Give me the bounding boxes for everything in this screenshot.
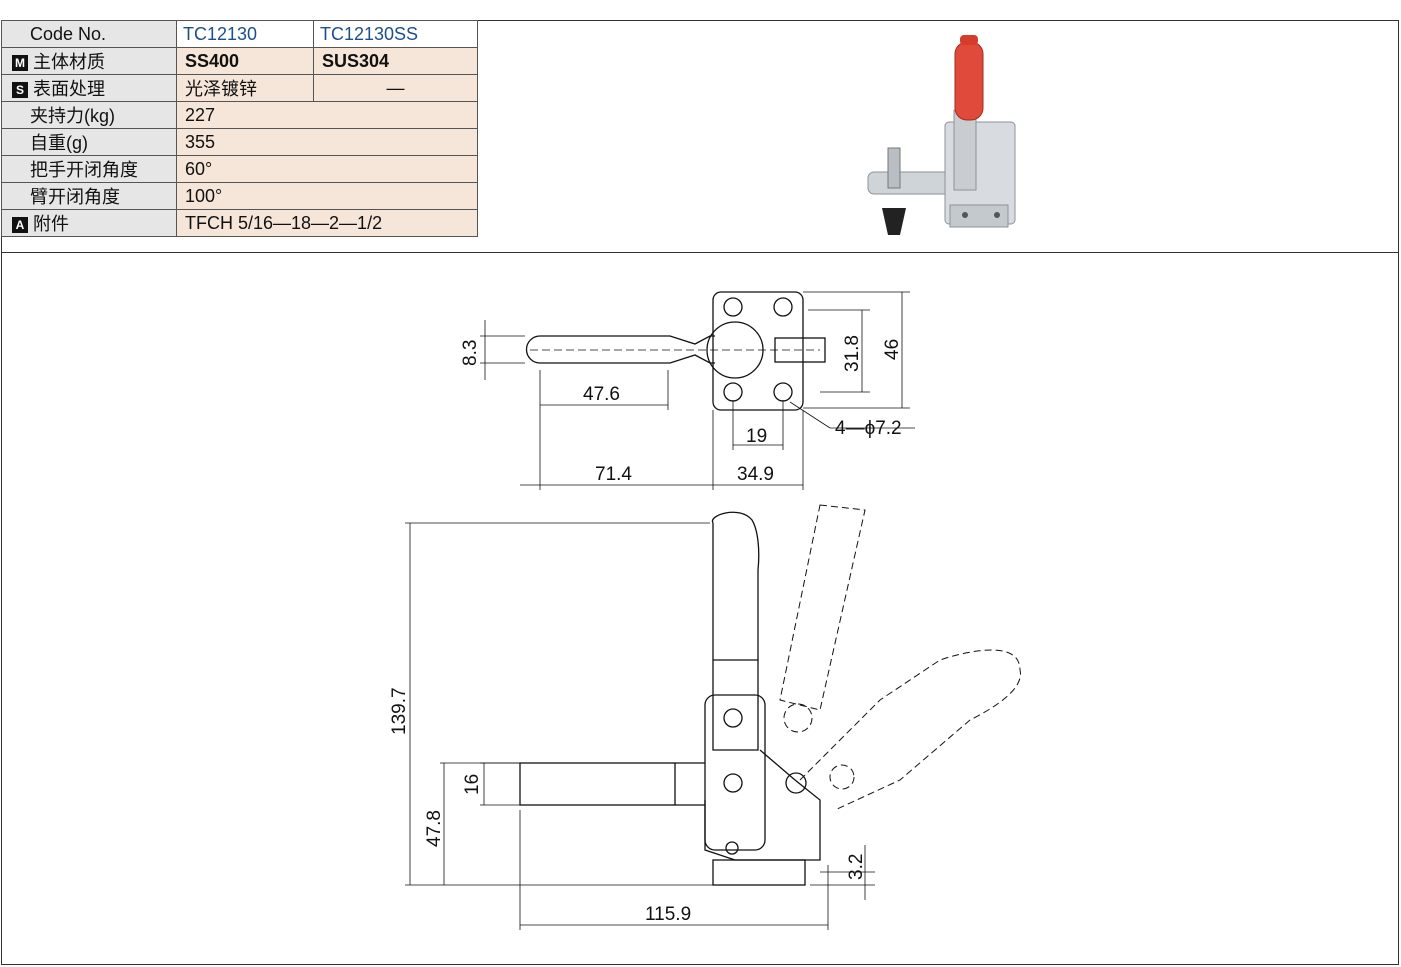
handle-angle-label: 把手开闭角度	[1, 155, 177, 183]
spec-table: Code No. TC12130 TC12130SS M 主体材质 SS400 S…	[1, 20, 478, 237]
table-row: 把手开闭角度 60°	[1, 155, 478, 183]
dim-34-9: 34.9	[737, 464, 774, 485]
weight-label: 自重(g)	[1, 128, 177, 156]
accessory-badge-icon: A	[12, 217, 28, 233]
product-photo	[867, 35, 1016, 235]
side-view	[405, 504, 1021, 930]
table-row: A 附件 TFCH 5/16—18—2—1/2	[1, 209, 478, 237]
dim-47-8: 47.8	[424, 810, 445, 847]
dim-16: 16	[462, 774, 483, 795]
handle-angle-value: 60°	[176, 155, 478, 183]
clamp-base-shape	[949, 204, 1009, 228]
arm-angle-label: 臂开闭角度	[1, 182, 177, 210]
table-row: 自重(g) 355	[1, 128, 478, 156]
material-value-2: SUS304	[313, 47, 478, 75]
top-view	[480, 291, 915, 490]
dim-3-2: 3.2	[846, 854, 867, 880]
code-label: Code No.	[1, 20, 177, 48]
dim-71-4: 71.4	[595, 464, 632, 485]
table-row: 臂开闭角度 100°	[1, 182, 478, 210]
table-row: M 主体材质 SS400 SUS304	[1, 47, 478, 75]
surface-value-2: —	[313, 74, 478, 102]
dim-8-3: 8.3	[460, 340, 481, 366]
material-value-1: SS400	[176, 47, 314, 75]
table-row: Code No. TC12130 TC12130SS	[1, 20, 478, 48]
dim-31-8: 31.8	[842, 335, 863, 372]
arm-angle-value: 100°	[176, 182, 478, 210]
weight-value: 355	[176, 128, 478, 156]
dim-139-7: 139.7	[389, 687, 410, 735]
code-1: TC12130	[176, 20, 314, 48]
section-divider	[1, 252, 1399, 253]
clamp-force-label: 夹持力(kg)	[1, 101, 177, 129]
accessory-label: 附件	[33, 214, 69, 234]
clamp-force-value: 227	[176, 101, 478, 129]
dim-holes: 4—ϕ7.2	[835, 418, 902, 439]
technical-drawing: 8.3 47.6 31.8 46 4—ϕ7.2 19 71.4 34.9	[389, 291, 1021, 930]
surface-label: 表面处理	[33, 79, 105, 99]
table-row: 夹持力(kg) 227	[1, 101, 478, 129]
table-row: S 表面处理 光泽镀锌 —	[1, 74, 478, 102]
dim-19: 19	[746, 426, 767, 447]
handle-grip-shape	[954, 41, 984, 121]
surface-value-1: 光泽镀锌	[176, 74, 314, 102]
clamp-link-shape	[953, 109, 977, 191]
dim-115-9: 115.9	[645, 904, 691, 925]
spec-sheet-frame	[1, 20, 1399, 965]
code-2: TC12130SS	[313, 20, 478, 48]
dim-46: 46	[882, 339, 903, 360]
material-badge-icon: M	[12, 55, 28, 71]
material-label: 主体材质	[33, 52, 105, 72]
dim-47-6: 47.6	[583, 384, 620, 405]
spindle-shape	[887, 147, 901, 189]
spindle-cap-shape	[882, 208, 906, 235]
accessory-value: TFCH 5/16—18—2—1/2	[176, 209, 478, 237]
surface-badge-icon: S	[12, 82, 28, 98]
